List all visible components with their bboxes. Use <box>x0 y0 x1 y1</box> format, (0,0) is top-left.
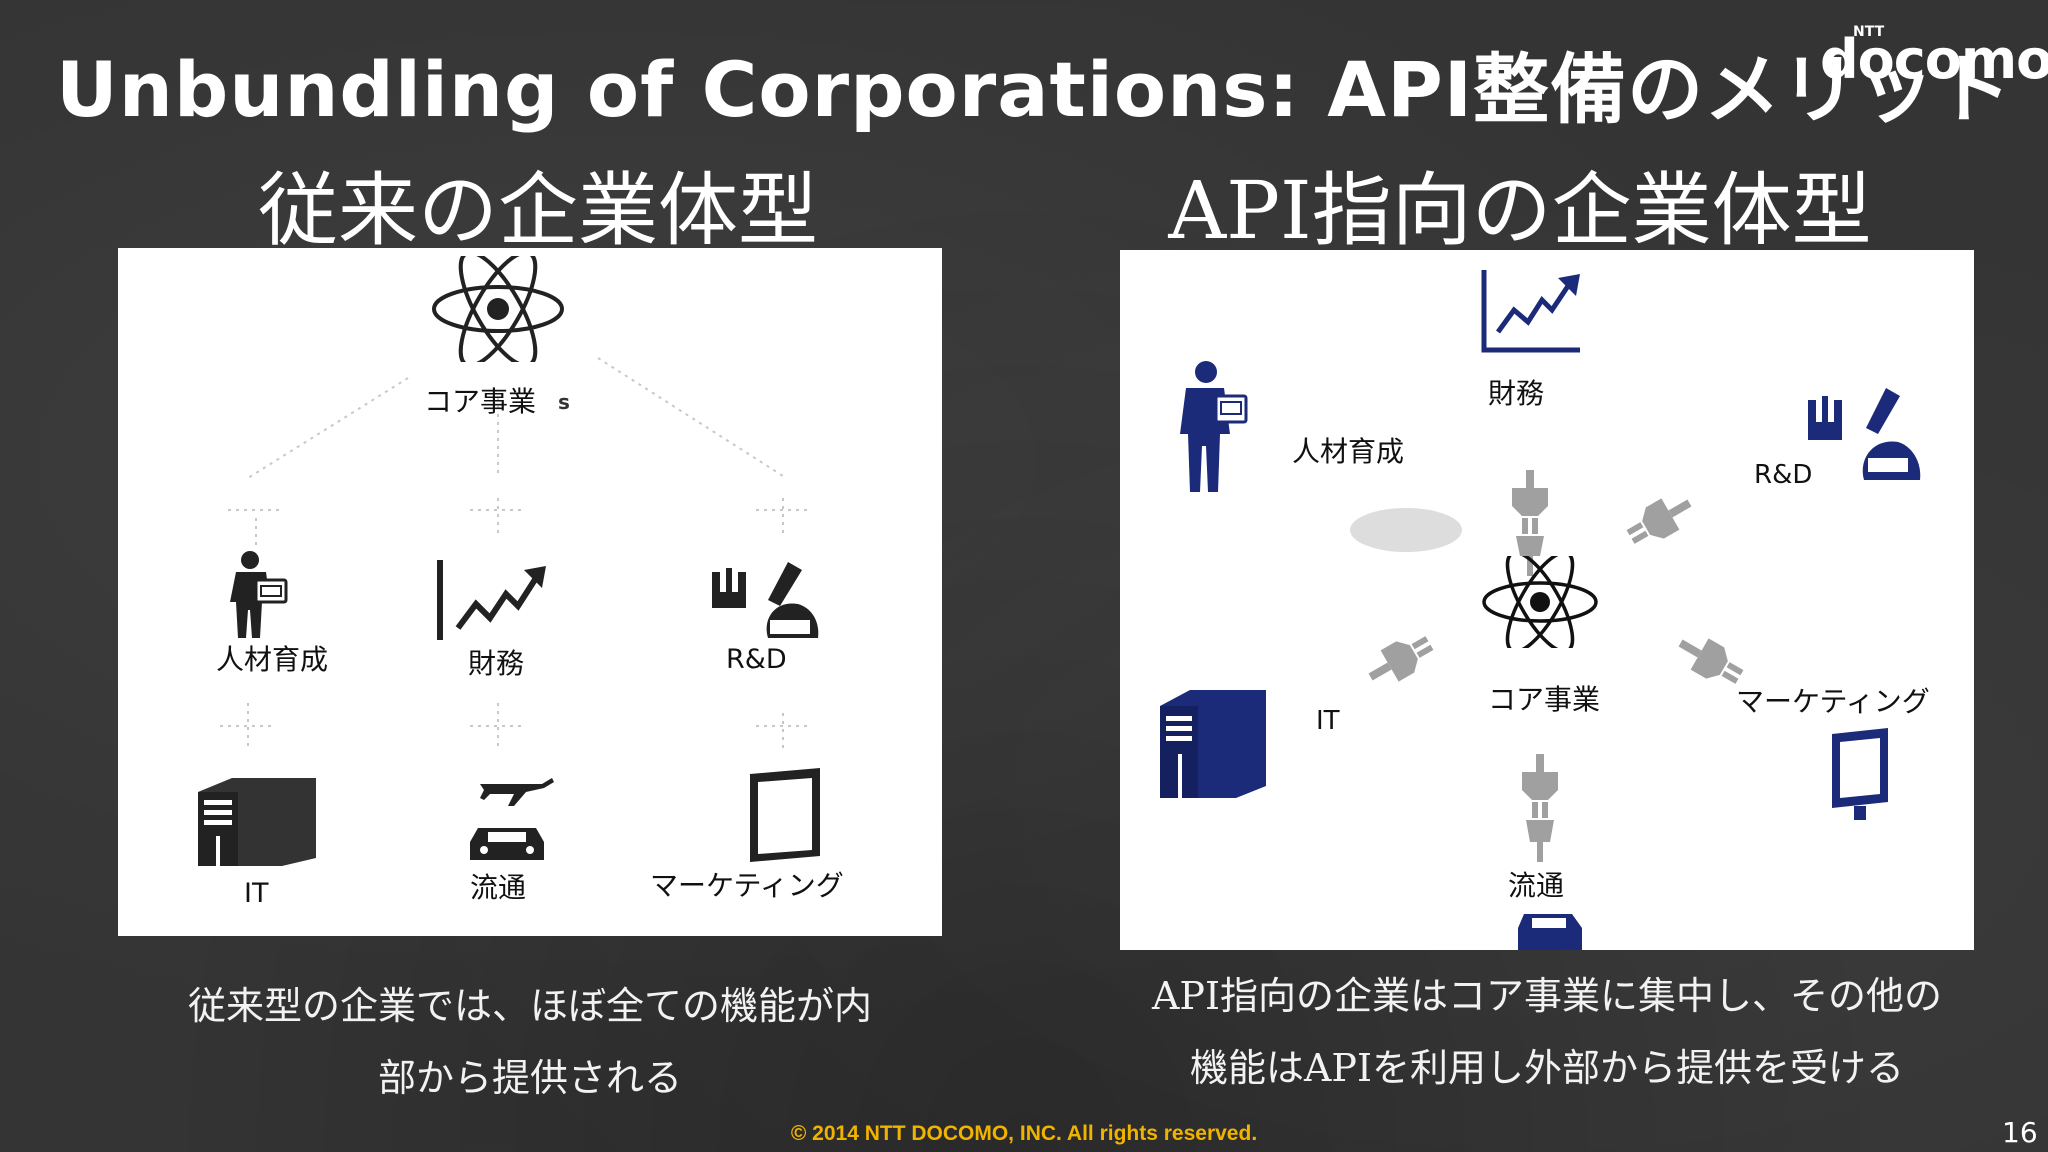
left-logistics-label: 流通 <box>470 871 527 904</box>
smudge-mark <box>1350 508 1462 552</box>
left-hr-label: 人材育成 <box>216 643 329 676</box>
slide-title: Unbundling of Corporations: API整備のメリット <box>56 45 2013 134</box>
brand-sub-label: NTT <box>1853 24 1885 40</box>
left-marketing-label: マーケティング <box>650 869 844 902</box>
microscope-icon <box>712 562 819 638</box>
plug-icon-top <box>1512 470 1548 576</box>
chart-icon <box>1481 270 1580 353</box>
person-icon <box>1180 361 1248 492</box>
atom-icon <box>1482 556 1598 648</box>
core-business-label: コア事業 <box>424 385 537 418</box>
left-caption: 従来型の企業では、ほぼ全ての機能が内 部から提供される <box>118 970 942 1114</box>
logistics-icon <box>470 778 554 860</box>
server-icon <box>198 778 316 866</box>
copyright-footer: © 2014 NTT DOCOMO, INC. All rights reser… <box>790 1122 1258 1145</box>
logistics-icon <box>1518 914 1582 950</box>
atom-icon <box>432 256 564 362</box>
right-finance-label: 財務 <box>1488 377 1545 410</box>
plug-connectors <box>1368 470 1744 862</box>
plug-icon-lower-right <box>1678 638 1744 684</box>
core-business-label: コア事業 <box>1488 683 1601 716</box>
right-rnd-label: R&D <box>1754 460 1813 490</box>
signboard-icon <box>750 768 820 862</box>
right-heading: API指向の企業体型 <box>1168 164 1872 257</box>
left-rnd-label: R&D <box>726 644 787 675</box>
stray-character: s <box>558 390 570 414</box>
plug-icon-lower-left <box>1368 636 1434 682</box>
left-it-label: IT <box>244 878 269 909</box>
microscope-icon <box>1808 388 1921 480</box>
right-marketing-label: マーケティング <box>1736 685 1930 718</box>
connector-lines <box>220 357 810 753</box>
left-caption-line2: 部から提供される <box>377 1056 682 1100</box>
right-caption-line1: API指向の企業はコア事業に集中し、その他の <box>1151 974 1943 1018</box>
left-heading: 従来の企業体型 <box>258 164 818 257</box>
server-icon <box>1160 690 1266 798</box>
signboard-icon <box>1832 728 1888 820</box>
right-hr-label: 人材育成 <box>1292 435 1405 468</box>
left-finance-label: 財務 <box>468 647 525 680</box>
right-caption-line2: 機能はAPIを利用し外部から提供を受ける <box>1189 1046 1905 1090</box>
docomo-logo: docomo <box>1820 28 2048 91</box>
page-number: 16 <box>2002 1116 2038 1149</box>
api-diagram: 財務 人材育成 R&D <box>1120 250 1974 950</box>
right-logistics-label: 流通 <box>1508 869 1565 902</box>
left-caption-line1: 従来型の企業では、ほぼ全ての機能が内 <box>187 984 872 1028</box>
right-it-label: IT <box>1316 706 1340 736</box>
person-icon <box>230 551 288 638</box>
chart-icon <box>437 560 546 640</box>
traditional-diagram: コア事業 s 人材育成 財務 R&D <box>118 248 942 936</box>
right-caption: API指向の企業はコア事業に集中し、その他の 機能はAPIを利用し外部から提供を… <box>1120 960 1974 1104</box>
plug-icon-upper-right <box>1626 498 1692 544</box>
plug-icon-bottom <box>1522 754 1558 862</box>
